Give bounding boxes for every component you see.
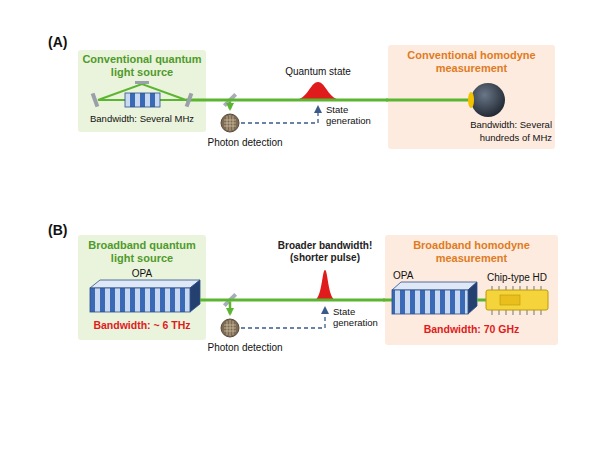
- photon-detector: [221, 114, 239, 132]
- photon-detector: [221, 319, 239, 337]
- light-beam: [206, 299, 385, 302]
- opa-crystal: [90, 280, 200, 312]
- cavity: [91, 81, 206, 107]
- annotation-label: Broader bandwidth! (shorter pulse): [262, 240, 388, 264]
- annotation-label: (A): [48, 36, 78, 49]
- panel-text: OPA: [393, 270, 433, 283]
- annotation-label: State generation: [326, 104, 382, 126]
- panel-heading: Conventional quantum light source: [80, 53, 204, 78]
- panel-text: Chip-type HD: [478, 272, 556, 285]
- panel-text: Bandwidth: 70 GHz: [387, 323, 556, 336]
- short-pulse: [314, 270, 336, 300]
- panel-heading: Broadband homodyne measurement: [387, 239, 556, 264]
- panel-text: Bandwidth: Several hundreds of MHz: [438, 119, 552, 144]
- panel-text: Bandwidth: Several MHz: [80, 113, 204, 126]
- annotation-label: Photon detection: [190, 137, 300, 150]
- opa-crystal: [392, 282, 477, 314]
- panel-text: Bandwidth: ~ 6 THz: [80, 319, 204, 332]
- panel-heading: Broadband quantum light source: [80, 239, 204, 264]
- panel-box: Conventional quantum light sourceBandwid…: [78, 50, 206, 132]
- annotation-label: State generation: [333, 306, 383, 328]
- panel-heading: Conventional homodyne measurement: [390, 49, 553, 74]
- light-beam: [206, 99, 388, 102]
- homodyne-detector: [471, 83, 505, 117]
- panel-text: OPA: [80, 268, 204, 281]
- quantum-state: [294, 82, 342, 100]
- annotation-label: Photon detection: [190, 342, 300, 355]
- annotation-label: (B): [48, 224, 78, 237]
- chip-detector: [486, 286, 548, 315]
- annotation-label: Quantum state: [268, 66, 368, 79]
